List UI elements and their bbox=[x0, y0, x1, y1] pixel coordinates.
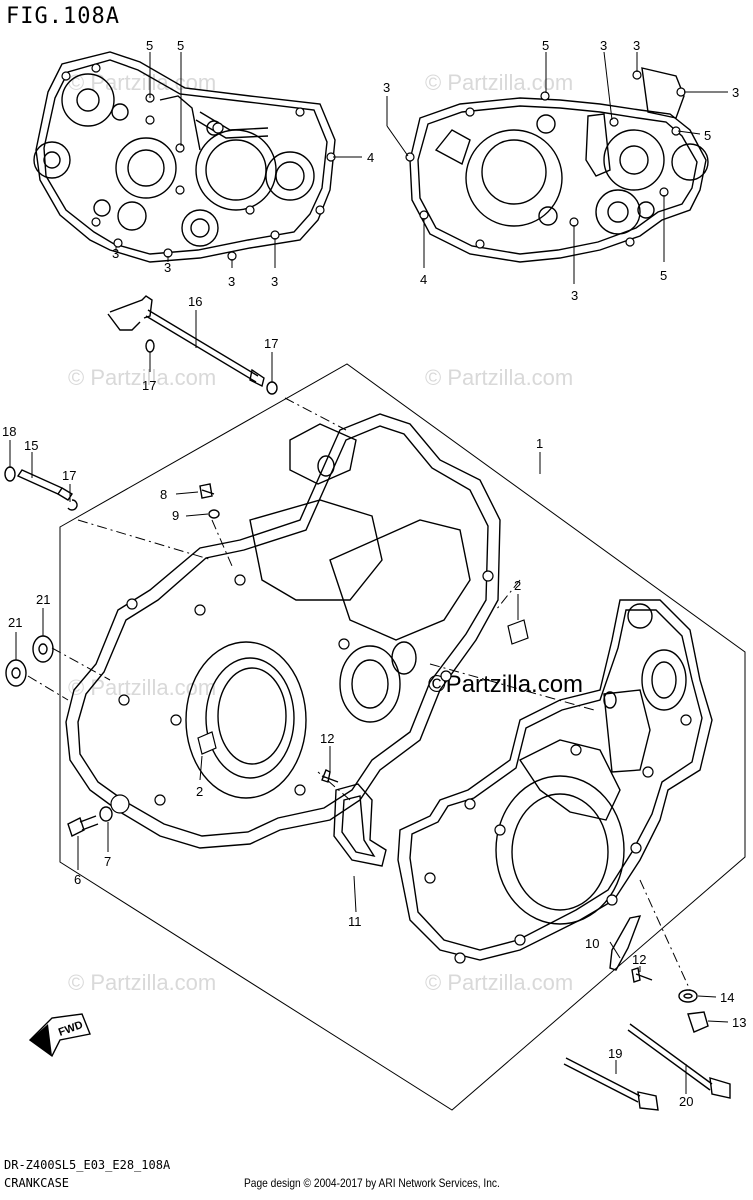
callout-20: 20 bbox=[679, 1094, 693, 1109]
callout-5: 5 bbox=[177, 38, 184, 53]
callout-3: 3 bbox=[383, 80, 390, 95]
model-code: DR-Z400SL5_E03_E28_108A bbox=[4, 1158, 171, 1172]
callout-3: 3 bbox=[600, 38, 607, 53]
callout-5: 5 bbox=[704, 128, 711, 143]
callout-21: 21 bbox=[8, 615, 22, 630]
callout-17: 17 bbox=[142, 378, 156, 393]
callout-9: 9 bbox=[172, 508, 179, 523]
gasket-11 bbox=[333, 783, 387, 867]
callout-13: 13 bbox=[732, 1015, 746, 1030]
callout-3: 3 bbox=[228, 274, 235, 289]
watermark: © Partzilla.com bbox=[68, 970, 216, 995]
watermark-center: ©Partzilla.com bbox=[428, 671, 583, 698]
gasket-10 bbox=[609, 915, 642, 971]
callout-3: 3 bbox=[112, 246, 119, 261]
section-name: CRANKCASE bbox=[4, 1176, 70, 1190]
watermark: © Partzilla.com bbox=[425, 970, 573, 995]
upper-right-case-view bbox=[405, 67, 709, 263]
callout-15: 15 bbox=[24, 438, 38, 453]
callout-11: 11 bbox=[348, 914, 362, 929]
callout-16: 16 bbox=[188, 294, 202, 309]
watermark: © Partzilla.com bbox=[68, 675, 216, 700]
watermark-layer: © Partzilla.com © Partzilla.com © Partzi… bbox=[68, 70, 583, 995]
callout-6: 6 bbox=[74, 872, 81, 887]
figure-title: FIG.108A bbox=[6, 4, 120, 29]
callout-19: 19 bbox=[608, 1046, 622, 1061]
callout-12: 12 bbox=[632, 952, 646, 967]
copyright-footer: Page design © 2004-2017 by ARI Network S… bbox=[244, 1176, 500, 1190]
callout-17: 17 bbox=[62, 468, 76, 483]
callout-4: 4 bbox=[367, 150, 374, 165]
screw-12-right bbox=[631, 967, 653, 983]
exploded-view-frame bbox=[59, 363, 746, 1111]
crankcase-right-half bbox=[397, 599, 713, 964]
callout-3: 3 bbox=[164, 260, 171, 275]
callout-3: 3 bbox=[633, 38, 640, 53]
callout-3: 3 bbox=[732, 85, 739, 100]
watermark: © Partzilla.com bbox=[425, 70, 573, 95]
callout-14: 14 bbox=[720, 990, 734, 1005]
callout-1: 1 bbox=[536, 436, 543, 451]
watermark: © Partzilla.com bbox=[425, 365, 573, 390]
crankcase-left-half bbox=[65, 413, 529, 849]
callout-3: 3 bbox=[271, 274, 278, 289]
screw-12-left bbox=[321, 769, 339, 783]
callout-3: 3 bbox=[571, 288, 578, 303]
shaft-16-assembly bbox=[107, 295, 278, 395]
callout-4: 4 bbox=[420, 272, 427, 287]
bolts-19-20 bbox=[563, 1023, 731, 1111]
callout-17: 17 bbox=[264, 336, 278, 351]
callout-5: 5 bbox=[542, 38, 549, 53]
shaft-15-assembly bbox=[4, 440, 78, 511]
callout-10: 10 bbox=[585, 936, 599, 951]
leader-lines-main bbox=[199, 452, 641, 972]
callout-8: 8 bbox=[160, 487, 167, 502]
callout-12: 12 bbox=[320, 731, 334, 746]
callout-5: 5 bbox=[660, 268, 667, 283]
watermark: © Partzilla.com bbox=[68, 365, 216, 390]
bolt-6-washer-7 bbox=[67, 806, 113, 870]
callout-labels: 5 5 4 3 3 3 3 3 5 3 3 3 5 5 4 3 16 17 17… bbox=[2, 38, 746, 1109]
callout-18: 18 bbox=[2, 424, 16, 439]
forward-direction-arrow: FWD bbox=[28, 1013, 91, 1058]
washer-14-plug-13 bbox=[678, 989, 729, 1033]
leader-lines-top bbox=[115, 51, 728, 284]
upper-left-case-view bbox=[33, 51, 336, 263]
callout-5: 5 bbox=[146, 38, 153, 53]
callout-7: 7 bbox=[104, 854, 111, 869]
callout-21: 21 bbox=[36, 592, 50, 607]
bolt-8-washer-9 bbox=[175, 483, 220, 519]
callout-2: 2 bbox=[514, 578, 521, 593]
callout-2: 2 bbox=[196, 784, 203, 799]
